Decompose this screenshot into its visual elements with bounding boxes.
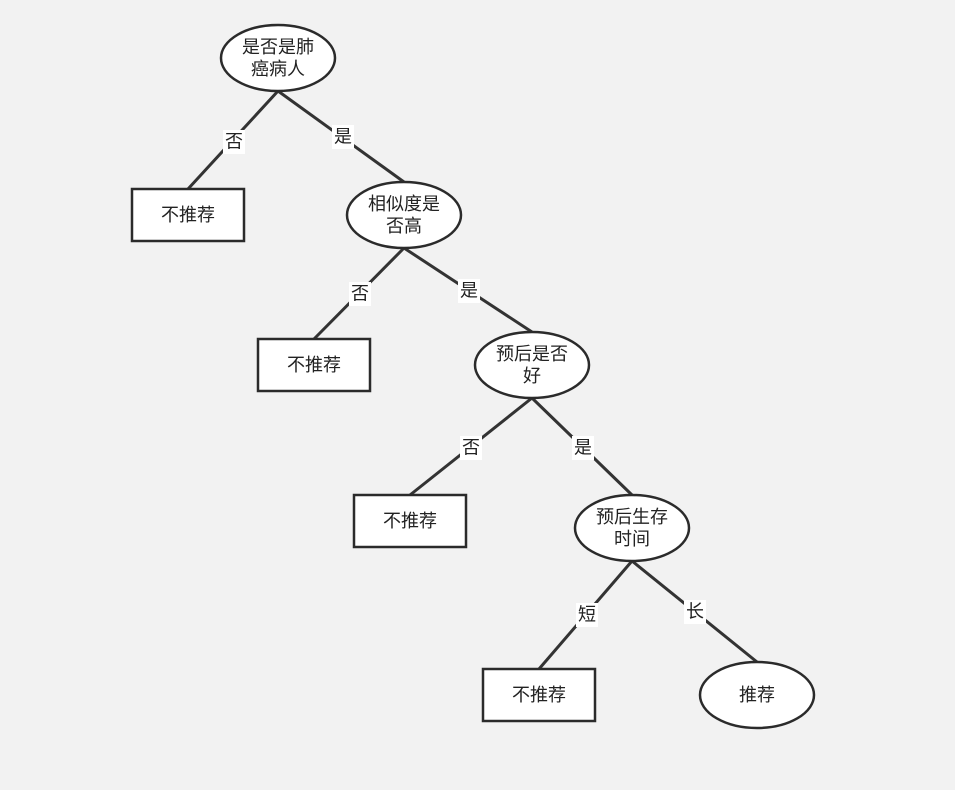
node-label-line: 预后是否 xyxy=(496,344,568,365)
edge-label-prognosis-leaf3: 否 xyxy=(460,436,482,460)
edge-label-survival-leaf4: 短 xyxy=(576,603,598,627)
node-label-line: 相似度是 xyxy=(368,194,440,215)
edge-label-text: 短 xyxy=(578,605,596,626)
nodes-layer: 是否是肺癌病人不推荐相似度是否高不推荐预后是否好不推荐预后生存时间不推荐推荐 xyxy=(130,23,816,730)
node-label-line: 不推荐 xyxy=(383,511,437,532)
edge-label-prognosis-survival: 是 xyxy=(572,436,594,460)
node-label-line: 预后生存 xyxy=(596,507,668,528)
edge-label-background xyxy=(460,436,482,460)
node-leaf2: 不推荐 xyxy=(256,337,372,393)
leaf-rectangle xyxy=(352,493,468,549)
node-label-line: 时间 xyxy=(614,529,650,550)
edge-label-text: 是 xyxy=(574,438,592,459)
edge-label-background xyxy=(684,600,706,624)
edge-label-text: 否 xyxy=(351,284,369,305)
decision-ellipse xyxy=(219,23,337,93)
decision-ellipse xyxy=(473,330,591,400)
node-label-line: 好 xyxy=(523,366,541,387)
edge-label-background xyxy=(332,125,354,149)
edge-label-text: 否 xyxy=(462,438,480,459)
leaf-rectangle xyxy=(481,667,597,723)
edge-label-similarity-prognosis: 是 xyxy=(458,279,480,303)
decision-ellipse xyxy=(573,493,691,563)
node-label-line: 是否是肺 xyxy=(242,37,314,58)
node-label-line: 不推荐 xyxy=(287,355,341,376)
node-leaf4: 不推荐 xyxy=(481,667,597,723)
edge-label-background xyxy=(572,436,594,460)
node-label-line: 不推荐 xyxy=(512,685,566,706)
edge-label-root-similarity: 是 xyxy=(332,125,354,149)
edge-label-background xyxy=(349,282,371,306)
edge-label-text: 否 xyxy=(225,132,243,153)
decision-ellipse xyxy=(345,180,463,250)
leaf-rectangle xyxy=(130,187,246,243)
node-label-line: 不推荐 xyxy=(161,205,215,226)
leaf-rectangle xyxy=(256,337,372,393)
decision-ellipse xyxy=(698,660,816,730)
node-leaf3: 不推荐 xyxy=(352,493,468,549)
edge-label-text: 是 xyxy=(460,281,478,302)
node-label-line: 推荐 xyxy=(739,685,775,706)
edge-label-similarity-leaf2: 否 xyxy=(349,282,371,306)
node-label-line: 否高 xyxy=(386,216,422,237)
edge-label-root-leaf1: 否 xyxy=(223,130,245,154)
edge-label-survival-recommend: 长 xyxy=(684,600,706,624)
node-label-line: 癌病人 xyxy=(251,59,305,80)
edge-label-background xyxy=(458,279,480,303)
edge-labels-layer: 否是否是否是短长 xyxy=(223,125,706,627)
edge-label-text: 是 xyxy=(334,127,352,148)
node-recommend: 推荐 xyxy=(698,660,816,730)
node-leaf1: 不推荐 xyxy=(130,187,246,243)
edge-label-background xyxy=(223,130,245,154)
edge-label-text: 长 xyxy=(686,602,704,623)
edge-label-background xyxy=(576,603,598,627)
